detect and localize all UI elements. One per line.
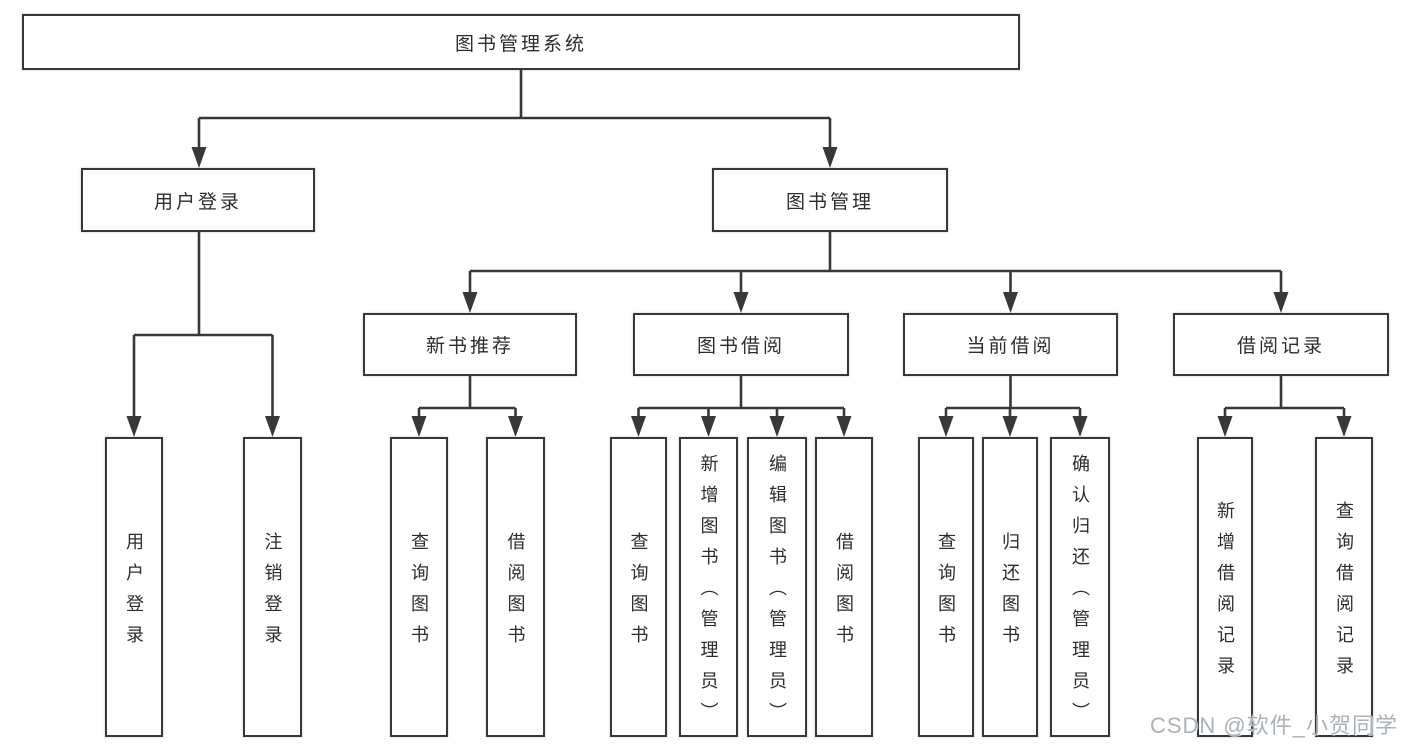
- leaf-label: 用户登录: [124, 531, 144, 656]
- node-current-borrowing: 当前借阅: [903, 313, 1118, 376]
- node-leaf-query-borrow-record: 查询借阅记录: [1315, 437, 1373, 737]
- leaf-label: 借阅图书: [505, 531, 526, 656]
- leaf-label: 注销登录: [262, 531, 283, 656]
- leaf-label: 借阅图书: [834, 531, 854, 656]
- node-library-management-system: 图书管理系统: [22, 14, 1020, 70]
- node-user-login: 用户登录: [81, 168, 315, 232]
- leaf-label: 查询借阅记录: [1334, 500, 1354, 687]
- node-leaf-borrow-books-borrowing: 借阅图书: [815, 437, 873, 737]
- node-leaf-return-book: 归还图书: [982, 437, 1038, 737]
- node-leaf-user-login: 用户登录: [105, 437, 163, 737]
- node-leaf-add-book-admin: 新增图书（管理员）: [679, 437, 738, 737]
- node-borrowing-records: 借阅记录: [1173, 313, 1389, 376]
- node-leaf-query-books-current: 查询图书: [918, 437, 974, 737]
- node-book-management: 图书管理: [712, 168, 948, 232]
- node-leaf-query-books-borrowing: 查询图书: [610, 437, 667, 737]
- leaf-label: 归还图书: [1000, 531, 1020, 656]
- node-leaf-borrow-books-recommend: 借阅图书: [486, 437, 545, 737]
- node-leaf-query-books-recommend: 查询图书: [390, 437, 448, 737]
- watermark-csdn: CSDN @软件_小贺同学: [1149, 713, 1398, 738]
- node-leaf-add-borrow-record: 新增借阅记录: [1197, 437, 1253, 737]
- leaf-label: 查询图书: [936, 531, 956, 656]
- node-new-book-recommendation: 新书推荐: [363, 313, 577, 376]
- leaf-label: 确认归还（管理员）: [1070, 454, 1090, 733]
- leaf-label: 新增图书（管理员）: [698, 454, 719, 733]
- node-leaf-confirm-return-admin: 确认归还（管理员）: [1050, 437, 1110, 737]
- leaf-label: 新增借阅记录: [1215, 500, 1235, 687]
- node-leaf-edit-book-admin: 编辑图书（管理员）: [747, 437, 807, 737]
- leaf-label: 查询图书: [628, 531, 649, 656]
- node-book-borrowing: 图书借阅: [633, 313, 849, 376]
- leaf-label: 编辑图书（管理员）: [767, 454, 787, 733]
- node-leaf-logout: 注销登录: [243, 437, 302, 737]
- leaf-label: 查询图书: [409, 531, 429, 656]
